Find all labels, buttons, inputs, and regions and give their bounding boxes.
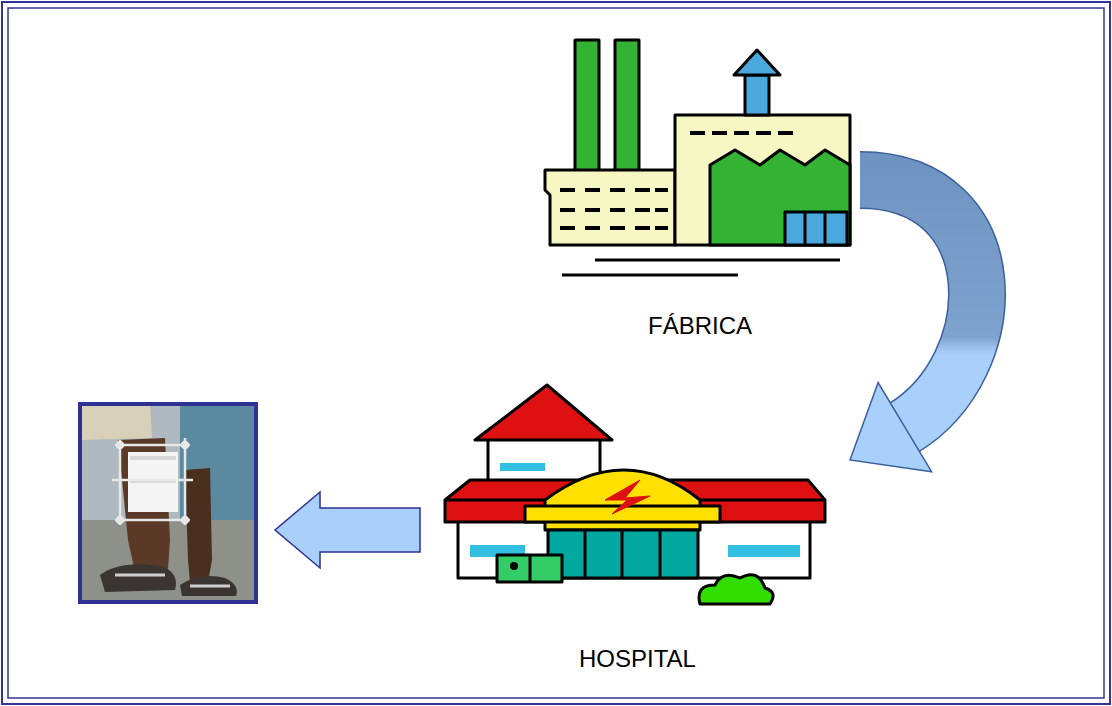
inner-frame bbox=[8, 8, 1104, 698]
curved-block-arrow bbox=[850, 180, 977, 472]
hospital-icon bbox=[445, 385, 825, 604]
arrow-head bbox=[850, 383, 932, 472]
leg-photo bbox=[80, 404, 256, 602]
illustrated-node: FÁBRICA bbox=[540, 30, 860, 340]
illustrated-node: HOSPITAL bbox=[440, 375, 835, 673]
block-arrow bbox=[275, 492, 420, 568]
factory-icon bbox=[545, 40, 850, 275]
node-label: FÁBRICA bbox=[644, 312, 756, 340]
node-label: HOSPITAL bbox=[575, 645, 700, 673]
